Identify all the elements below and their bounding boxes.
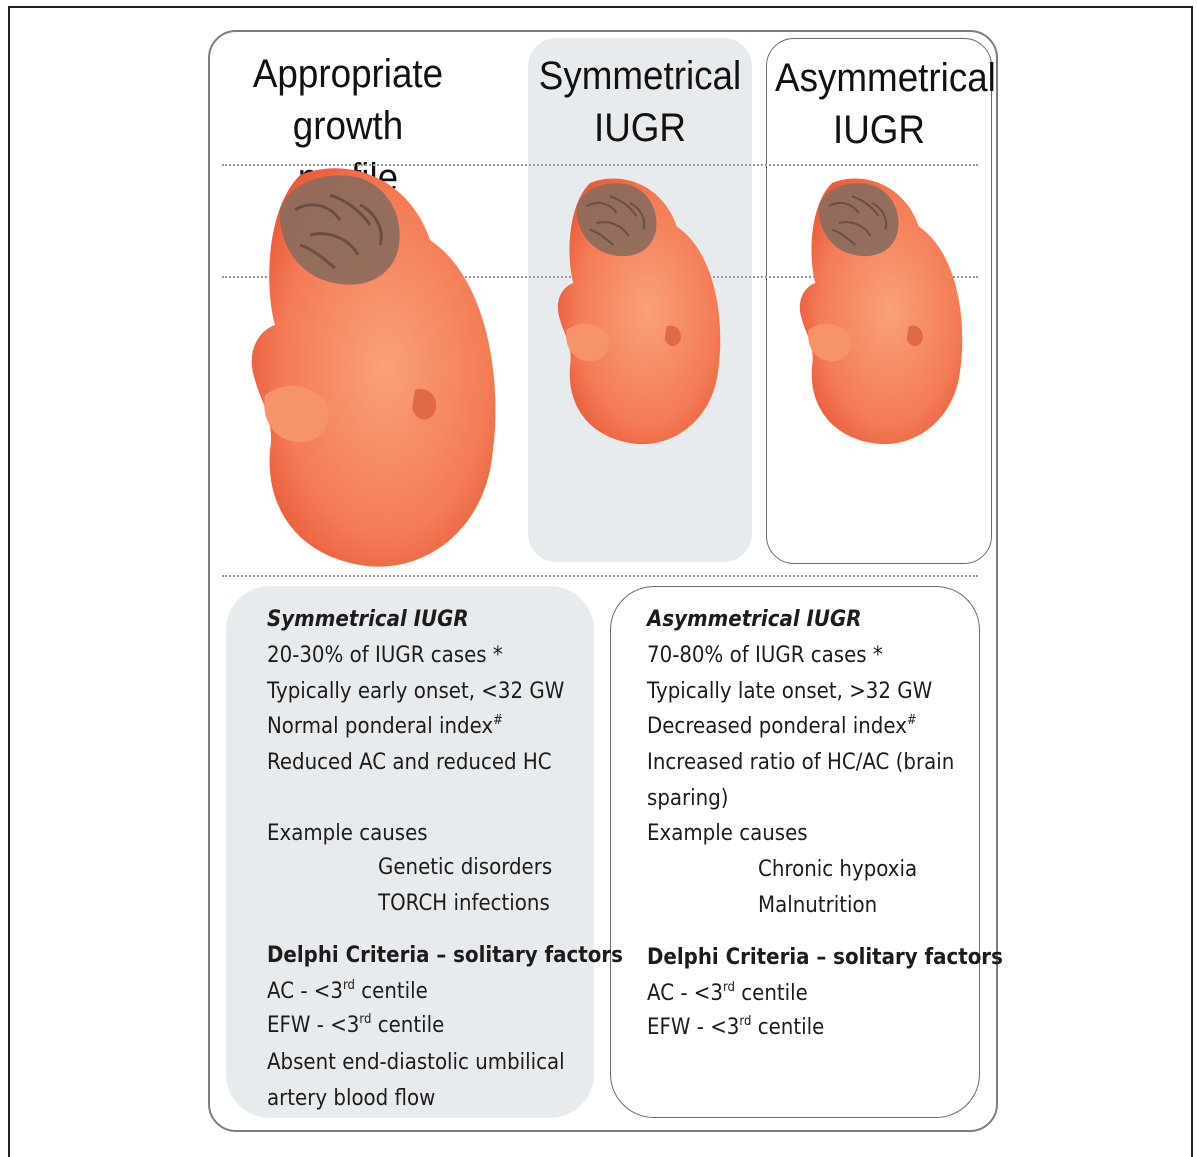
fetus-normal-icon: [240, 150, 510, 575]
asymmetrical-cause-item: Malnutrition: [758, 888, 877, 924]
symmetrical-causes-label: Example causes: [267, 816, 428, 852]
symmetrical-cause-item: Genetic disorders: [378, 850, 552, 886]
heading-line: Asymmetrical: [775, 52, 983, 104]
symmetrical-ponderal-index: Normal ponderal index#: [267, 709, 503, 745]
section-divider-line: [222, 575, 978, 577]
symmetrical-delphi-title: Delphi Criteria – solitary factors: [267, 938, 623, 974]
symmetrical-ac-criterion: AC - <3rd centile: [267, 974, 428, 1010]
asymmetrical-causes-label: Example causes: [647, 816, 808, 852]
symmetrical-cause-item: TORCH infections: [378, 886, 550, 922]
fetus-small-icon: [792, 160, 972, 456]
symmetrical-prevalence: 20-30% of IUGR cases *: [267, 638, 503, 674]
heading-line: Symmetrical: [537, 50, 743, 102]
fetus-small-icon: [550, 160, 730, 456]
heading-asymmetrical-iugr: Asymmetrical IUGR: [775, 52, 983, 156]
symmetrical-absent-flow-line2: artery blood flow: [267, 1081, 435, 1117]
heading-line: IUGR: [537, 102, 743, 154]
asymmetrical-efw-criterion: EFW - <3rd centile: [647, 1010, 824, 1046]
asymmetrical-prevalence: 70-80% of IUGR cases *: [647, 638, 883, 674]
asymmetrical-onset: Typically late onset, >32 GW: [647, 674, 932, 710]
heading-line: Appropriate: [239, 48, 456, 100]
heading-line: IUGR: [775, 104, 983, 156]
heading-symmetrical-iugr: Symmetrical IUGR: [537, 50, 743, 154]
asymmetrical-delphi-title: Delphi Criteria – solitary factors: [647, 940, 1003, 976]
symmetrical-absent-flow-line1: Absent end-diastolic umbilical: [267, 1045, 565, 1081]
symmetrical-onset: Typically early onset, <32 GW: [267, 674, 564, 710]
asymmetrical-ratio-line1: Increased ratio of HC/AC (brain: [647, 745, 954, 781]
symmetrical-efw-criterion: EFW - <3rd centile: [267, 1008, 444, 1044]
symmetrical-title: Symmetrical IUGR: [267, 602, 469, 638]
asymmetrical-ponderal-index: Decreased ponderal index#: [647, 709, 917, 745]
asymmetrical-ratio-line2: sparing): [647, 781, 729, 817]
asymmetrical-title: Asymmetrical IUGR: [647, 602, 861, 638]
asymmetrical-ac-criterion: AC - <3rd centile: [647, 976, 808, 1012]
symmetrical-measurements: Reduced AC and reduced HC: [267, 745, 552, 781]
asymmetrical-cause-item: Chronic hypoxia: [758, 852, 917, 888]
